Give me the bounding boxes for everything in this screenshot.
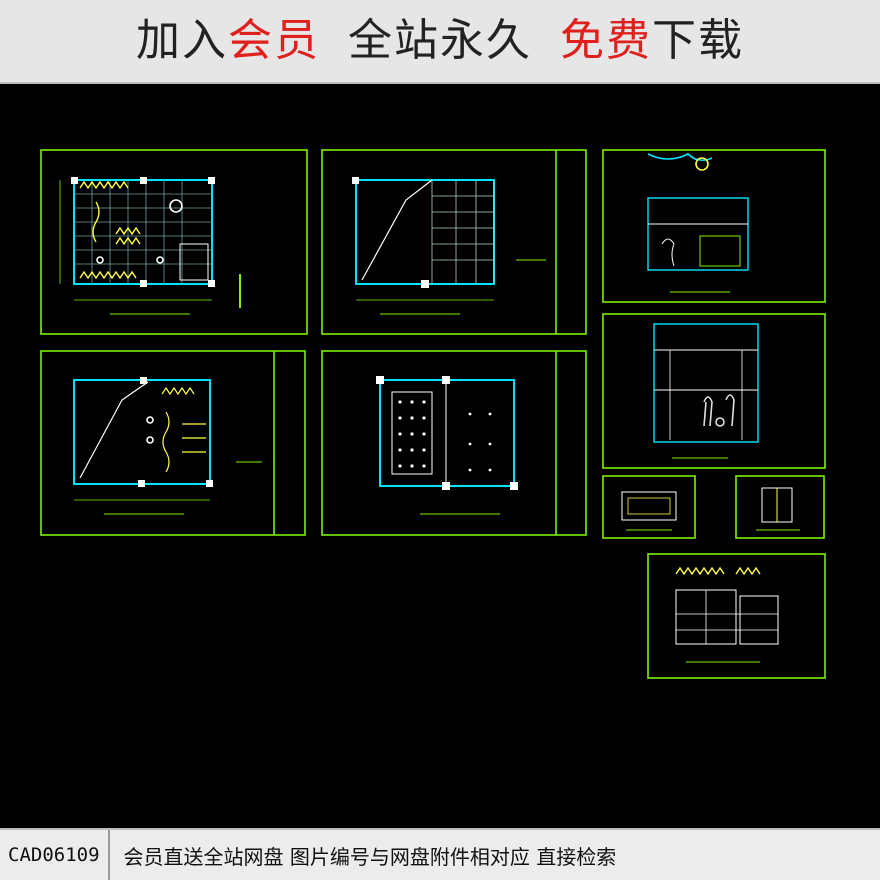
banner-text-member: 会员 [228, 15, 320, 66]
sheet-elevation-a [321, 149, 587, 335]
banner-text-download: 下载 [652, 15, 744, 66]
cad-drawing [40, 149, 826, 679]
sheet-detail-b [735, 475, 825, 539]
sheet-floor-plan [40, 149, 308, 335]
cad-drawing-canvas [0, 84, 880, 828]
banner-text-join: 加入 [136, 15, 228, 66]
sheet-elevation-d [40, 350, 306, 536]
footer-note: 会员直送全站网盘 图片编号与网盘附件相对应 直接检索 [123, 844, 617, 869]
sheet-elevation-c [602, 313, 826, 469]
footer-bar: CAD06109 会员直送全站网盘 图片编号与网盘附件相对应 直接检索 [0, 828, 880, 880]
sheet-cabinet-elevation [647, 553, 826, 679]
drawing-code: CAD06109 [0, 830, 110, 880]
promo-banner: 加入 会员 全站永久 免费 下载 [0, 0, 880, 84]
sheet-detail-a [602, 475, 696, 539]
banner-text-free: 免费 [560, 15, 652, 66]
banner-text-sitewide: 全站永久 [348, 15, 532, 66]
sheet-elevation-b [602, 149, 826, 303]
sheet-ceiling-plan [321, 350, 587, 536]
